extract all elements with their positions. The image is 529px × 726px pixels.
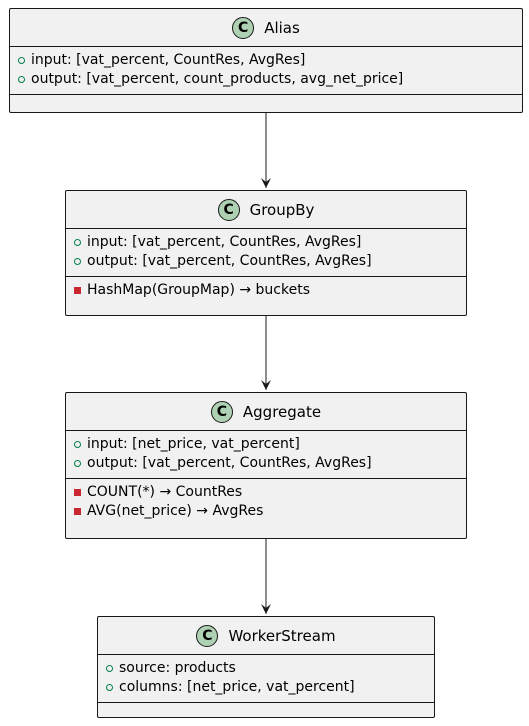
field-text: columns: [net_price, vat_percent] xyxy=(119,679,355,695)
field-section: input: [vat_percent, CountRes, AvgRes] o… xyxy=(66,229,466,277)
public-visibility-icon xyxy=(74,239,81,246)
class-box-workerstream[interactable]: C WorkerStream source: products columns:… xyxy=(97,616,435,718)
class-name: Alias xyxy=(264,18,300,37)
field-text: input: [vat_percent, CountRes, AvgRes] xyxy=(87,234,362,250)
class-box-groupby[interactable]: C GroupBy input: [vat_percent, CountRes,… xyxy=(65,190,467,316)
class-badge-icon: C xyxy=(210,400,233,423)
class-badge-icon: C xyxy=(232,16,255,39)
field-row: output: [vat_percent, CountRes, AvgRes] xyxy=(66,454,466,473)
public-visibility-icon xyxy=(106,684,113,691)
field-section: input: [vat_percent, CountRes, AvgRes] o… xyxy=(10,47,522,95)
method-section: HashMap(GroupMap) → buckets xyxy=(66,277,466,305)
field-row: source: products xyxy=(98,659,434,678)
public-visibility-icon xyxy=(74,258,81,265)
method-row: AVG(net_price) → AvgRes xyxy=(66,502,466,521)
field-row: output: [vat_percent, CountRes, AvgRes] xyxy=(66,252,466,271)
method-row: HashMap(GroupMap) → buckets xyxy=(66,281,466,300)
public-visibility-icon xyxy=(106,665,113,672)
public-visibility-icon xyxy=(74,460,81,467)
class-name: Aggregate xyxy=(242,402,322,421)
class-header: C Aggregate xyxy=(66,393,466,431)
field-text: output: [vat_percent, CountRes, AvgRes] xyxy=(87,253,372,269)
field-text: input: [vat_percent, CountRes, AvgRes] xyxy=(31,52,306,68)
method-section xyxy=(10,95,522,104)
class-badge-icon: C xyxy=(217,198,240,221)
class-badge-icon: C xyxy=(196,624,219,647)
class-name: WorkerStream xyxy=(228,626,336,645)
private-visibility-icon xyxy=(74,287,81,294)
method-text: HashMap(GroupMap) → buckets xyxy=(87,282,311,298)
class-header: C WorkerStream xyxy=(98,617,434,655)
field-section: source: products columns: [net_price, va… xyxy=(98,655,434,703)
field-row: output: [vat_percent, count_products, av… xyxy=(10,70,522,89)
class-header: C Alias xyxy=(10,9,522,47)
public-visibility-icon xyxy=(74,441,81,448)
method-text: AVG(net_price) → AvgRes xyxy=(87,503,264,519)
field-row: input: [vat_percent, CountRes, AvgRes] xyxy=(66,233,466,252)
private-visibility-icon xyxy=(74,489,81,496)
public-visibility-icon xyxy=(18,76,25,83)
field-text: input: [net_price, vat_percent] xyxy=(87,436,300,452)
method-section xyxy=(98,703,434,712)
method-text: COUNT(*) → CountRes xyxy=(87,484,243,500)
method-row: COUNT(*) → CountRes xyxy=(66,483,466,502)
field-row: columns: [net_price, vat_percent] xyxy=(98,678,434,697)
class-box-alias[interactable]: C Alias input: [vat_percent, CountRes, A… xyxy=(9,8,523,113)
class-header: C GroupBy xyxy=(66,191,466,229)
field-text: output: [vat_percent, count_products, av… xyxy=(31,71,404,87)
field-row: input: [net_price, vat_percent] xyxy=(66,435,466,454)
class-box-aggregate[interactable]: C Aggregate input: [net_price, vat_perce… xyxy=(65,392,467,539)
field-text: output: [vat_percent, CountRes, AvgRes] xyxy=(87,455,372,471)
class-name: GroupBy xyxy=(249,200,315,219)
field-section: input: [net_price, vat_percent] output: … xyxy=(66,431,466,479)
field-text: source: products xyxy=(119,660,236,676)
field-row: input: [vat_percent, CountRes, AvgRes] xyxy=(10,51,522,70)
private-visibility-icon xyxy=(74,508,81,515)
public-visibility-icon xyxy=(18,57,25,64)
method-section: COUNT(*) → CountRes AVG(net_price) → Avg… xyxy=(66,479,466,526)
